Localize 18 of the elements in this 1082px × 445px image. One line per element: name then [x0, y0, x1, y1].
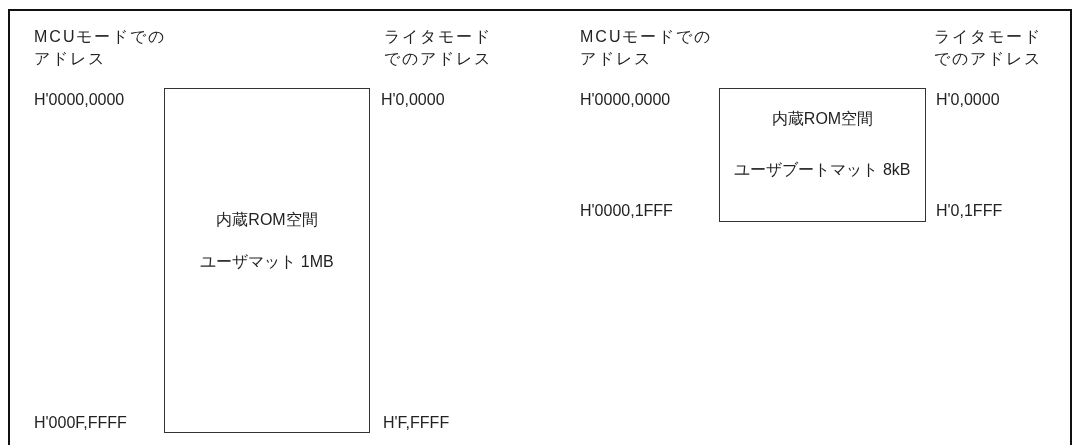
- address-label: H'F,FFFF: [383, 413, 450, 433]
- area-title: 内蔵ROM空間: [770, 109, 875, 129]
- address-label: H'0000,0000: [34, 90, 125, 110]
- address-label: H'000F,FFFF: [34, 413, 127, 433]
- mat-label: ユーザマット 1MB: [199, 252, 335, 272]
- area-title: 内蔵ROM空間: [215, 210, 319, 230]
- column-heading: ライタモードでのアドレス: [934, 27, 1043, 69]
- memory-box: [719, 88, 926, 222]
- address-label: H'0000,1FFF: [580, 201, 673, 221]
- memory-box: [164, 88, 370, 433]
- column-heading: MCUモードでのアドレス: [34, 27, 168, 69]
- address-label: H'0,1FFF: [936, 201, 1003, 221]
- column-heading: ライタモードでのアドレス: [384, 27, 493, 69]
- address-label: H'0,0000: [936, 90, 1000, 110]
- column-heading: MCUモードでのアドレス: [580, 27, 714, 69]
- address-label: H'0,0000: [381, 90, 445, 110]
- mat-label: ユーザブートマット 8kB: [733, 160, 912, 180]
- address-label: H'0000,0000: [580, 90, 671, 110]
